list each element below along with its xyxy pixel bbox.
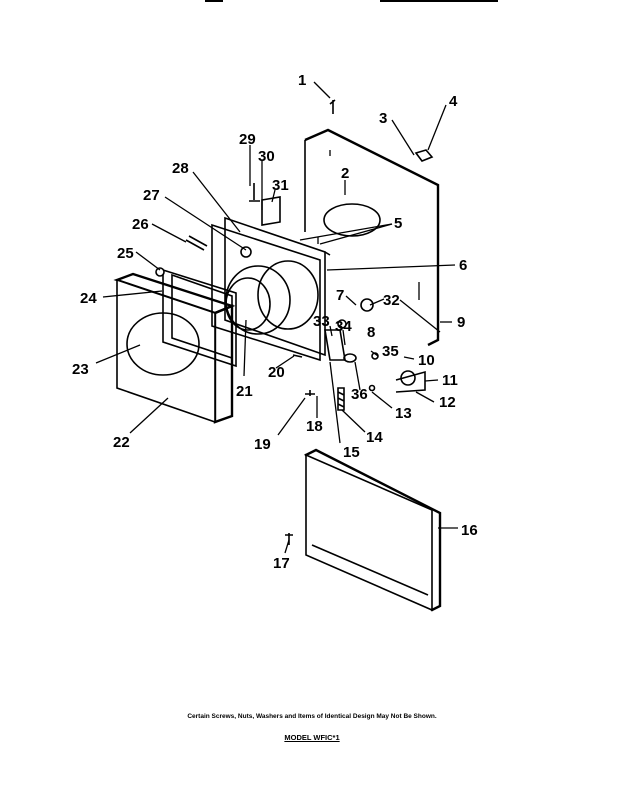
callout-28: 28 bbox=[172, 160, 189, 177]
callout-23: 23 bbox=[72, 361, 89, 378]
callout-11: 11 bbox=[442, 372, 458, 389]
callout-1: 1 bbox=[298, 72, 306, 89]
callout-32: 32 bbox=[383, 292, 400, 309]
callout-15: 15 bbox=[343, 444, 360, 461]
callout-24: 24 bbox=[80, 290, 97, 307]
callout-27: 27 bbox=[143, 187, 160, 204]
callout-26: 26 bbox=[132, 216, 149, 233]
callout-19: 19 bbox=[254, 436, 271, 453]
callout-20: 20 bbox=[268, 364, 285, 381]
callout-31: 31 bbox=[272, 177, 289, 194]
callout-17: 17 bbox=[273, 555, 290, 572]
callout-18: 18 bbox=[306, 418, 323, 435]
callout-6: 6 bbox=[459, 257, 467, 274]
disclaimer-note: Certain Screws, Nuts, Washers and Items … bbox=[187, 713, 437, 720]
cabinet-panel-part-9 bbox=[304, 128, 440, 347]
callout-35: 35 bbox=[382, 343, 399, 360]
lower-panel-part-16 bbox=[304, 448, 442, 612]
callout-30: 30 bbox=[258, 148, 275, 165]
callout-5: 5 bbox=[394, 215, 402, 232]
callout-13: 13 bbox=[395, 405, 412, 422]
callout-7: 7 bbox=[336, 287, 344, 304]
hardware-parts bbox=[155, 99, 434, 545]
scan-edge-mark bbox=[205, 0, 223, 2]
callout-29: 29 bbox=[239, 131, 256, 148]
leader-lines bbox=[95, 81, 458, 554]
callout-36: 36 bbox=[351, 386, 368, 403]
callout-34: 34 bbox=[335, 318, 352, 335]
callout-2: 2 bbox=[341, 165, 349, 182]
callout-22: 22 bbox=[113, 434, 130, 451]
callout-8: 8 bbox=[367, 324, 375, 341]
callout-21: 21 bbox=[236, 383, 253, 400]
callout-25: 25 bbox=[117, 245, 134, 262]
callout-4: 4 bbox=[449, 93, 458, 110]
callout-16: 16 bbox=[461, 522, 478, 539]
callout-labels: 1 2 3 4 5 6 7 8 9 10 11 12 13 14 15 16 1… bbox=[72, 72, 478, 572]
bulkhead-part-21 bbox=[211, 223, 321, 362]
scan-edge-mark bbox=[380, 0, 498, 2]
front-frame-part-6 bbox=[224, 216, 331, 357]
callout-33: 33 bbox=[313, 313, 330, 330]
callout-14: 14 bbox=[366, 429, 383, 446]
callout-9: 9 bbox=[457, 314, 465, 331]
callout-3: 3 bbox=[379, 110, 387, 127]
callout-12: 12 bbox=[439, 394, 456, 411]
callout-10: 10 bbox=[418, 352, 435, 369]
model-number: MODEL WFIC*1 bbox=[284, 733, 340, 742]
